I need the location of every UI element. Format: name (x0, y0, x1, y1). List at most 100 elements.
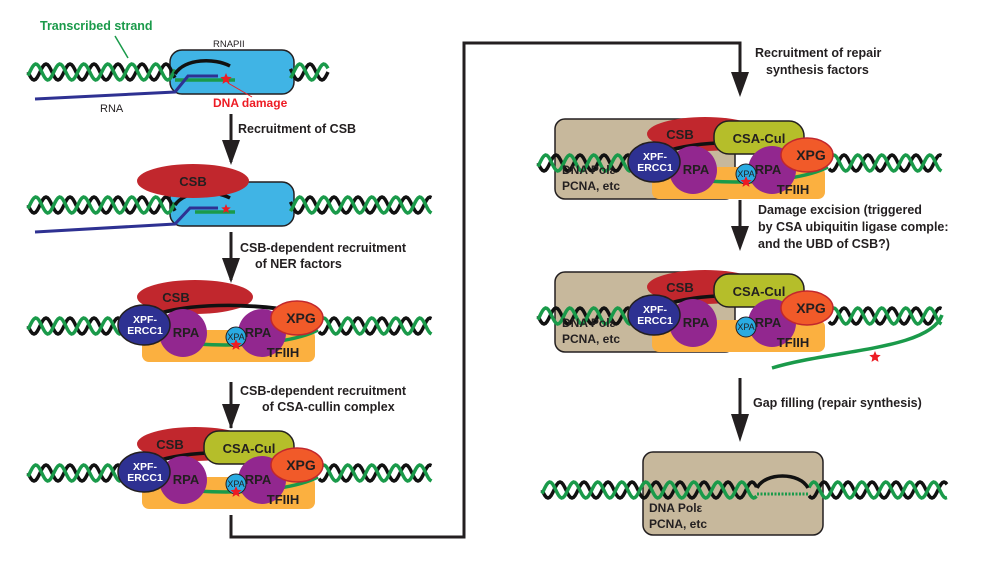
arrow-step-6 (731, 378, 749, 442)
xpg-protein (780, 290, 834, 326)
csb-label: CSB (666, 127, 693, 142)
rpa-protein-left (159, 456, 207, 504)
xpf-label: XPF- (133, 461, 157, 473)
xpa-label: XPA (737, 169, 754, 179)
csa-cul-label: CSA-Cul (733, 131, 786, 146)
rnapii-label: RNAPII (213, 39, 245, 50)
dna-double-helix (26, 195, 433, 215)
tfiih-label: TFIIH (777, 182, 810, 197)
step-6-label: Gap filling (repair synthesis) (753, 396, 922, 410)
tfiih-label: TFIIH (777, 335, 810, 350)
dna-damage-star (220, 73, 232, 84)
dna-strand-nontranscribed (540, 480, 759, 500)
xpg-label: XPG (286, 310, 316, 326)
xpa-label: XPA (227, 479, 244, 489)
csa-cul-label: CSA-Cul (733, 284, 786, 299)
arrow-step-5 (731, 200, 749, 251)
step-3-label-line1: CSB-dependent recruitment (240, 384, 407, 398)
excised-oligonucleotide (771, 314, 944, 370)
xpa-label: XPA (227, 332, 244, 342)
xpg-protein (270, 447, 324, 483)
rpa-label-right: RPA (755, 162, 782, 177)
rnapii-complex (169, 49, 295, 95)
step-3-label-line2: of CSA-cullin complex (262, 400, 395, 414)
step-4-label-line1: Recruitment of repair (755, 46, 882, 60)
dna-strand-nontranscribed (288, 62, 330, 82)
dna-strand-nontranscribed (288, 195, 433, 215)
rna-transcript (34, 206, 218, 234)
pcna-label: PCNA, etc (562, 179, 620, 193)
xpf-label: XPF- (133, 314, 157, 326)
rpa-label-right: RPA (245, 472, 272, 487)
dna-damage-star (221, 204, 231, 213)
ercc1-label: ERCC1 (127, 325, 163, 337)
step-5-label-line3: and the UBD of CSB?) (758, 237, 890, 251)
tfiih-label: TFIIH (267, 492, 300, 507)
panel-stalled-rnapii: Transcribed strand RNAPII RNA DNA damage (26, 19, 330, 115)
rna-transcript (34, 74, 218, 101)
csb-protein (137, 164, 249, 198)
rpa-protein-left (669, 146, 717, 194)
xpg-label: XPG (796, 147, 826, 163)
rpa-label-right: RPA (755, 315, 782, 330)
xpa-label: XPA (737, 322, 754, 332)
arrow-step-2 (222, 232, 240, 283)
dna-strand-transcribed (26, 62, 177, 82)
xpg-label: XPG (796, 300, 826, 316)
dna-strand-transcribed (317, 316, 433, 336)
dna-strand-transcribed (288, 195, 433, 215)
dna-double-helix (26, 463, 433, 483)
arrow-step-3 (222, 382, 240, 429)
xpf-ercc1-protein (627, 294, 681, 336)
dna-pol-label: DNA Polε (562, 316, 616, 330)
dna-damage-star (230, 486, 242, 497)
ercc1-label: ERCC1 (637, 162, 673, 174)
rpa-label-left: RPA (683, 315, 710, 330)
step-4-label-line2: synthesis factors (766, 63, 869, 77)
rpa-protein-left (669, 299, 717, 347)
step-2-label-line2: of NER factors (255, 257, 342, 271)
xpf-ercc1-protein (117, 304, 171, 346)
xpg-label: XPG (286, 457, 316, 473)
xpa-protein (735, 316, 757, 338)
xpf-ercc1-protein (627, 141, 681, 183)
step-5-label-line2: by CSA ubiquitin ligase comple: (758, 220, 949, 234)
transcribed-strand-label: Transcribed strand (40, 19, 153, 33)
dna-strand-transcribed (26, 195, 177, 215)
pcna-label: PCNA, etc (649, 517, 707, 531)
dna-double-helix (540, 480, 949, 500)
xpf-label: XPF- (643, 151, 667, 163)
ercc1-label: ERCC1 (127, 472, 163, 484)
rpa-label-left: RPA (173, 472, 200, 487)
dna-pol-label: DNA Polε (649, 501, 703, 515)
dna-strand-transcribed (827, 153, 943, 173)
xpg-protein (780, 137, 834, 173)
dna-strand-transcribed (807, 480, 948, 500)
csb-label: CSB (179, 174, 206, 189)
pcna-label: PCNA, etc (562, 332, 620, 346)
xpg-protein (270, 300, 324, 336)
ercc1-label: ERCC1 (637, 315, 673, 327)
step-2-label-line1: CSB-dependent recruitment (240, 241, 407, 255)
csb-label: CSB (162, 290, 189, 305)
rpa-protein-left (159, 309, 207, 357)
xpf-label: XPF- (643, 304, 667, 316)
xpf-ercc1-protein (117, 451, 171, 493)
dna-double-helix (26, 62, 330, 82)
rpa-label-left: RPA (173, 325, 200, 340)
dna-strand-transcribed (288, 62, 330, 82)
csb-label: CSB (666, 280, 693, 295)
csb-label: CSB (156, 437, 183, 452)
connector-line (229, 41, 742, 539)
dna-damage-star (869, 351, 881, 362)
dna-strand-transcribed (540, 480, 758, 500)
tfiih-label: TFIIH (267, 345, 300, 360)
rpa-label-left: RPA (683, 162, 710, 177)
step-5-label-line1: Damage excision (triggered (758, 203, 922, 217)
step-1-label: Recruitment of CSB (238, 122, 356, 136)
